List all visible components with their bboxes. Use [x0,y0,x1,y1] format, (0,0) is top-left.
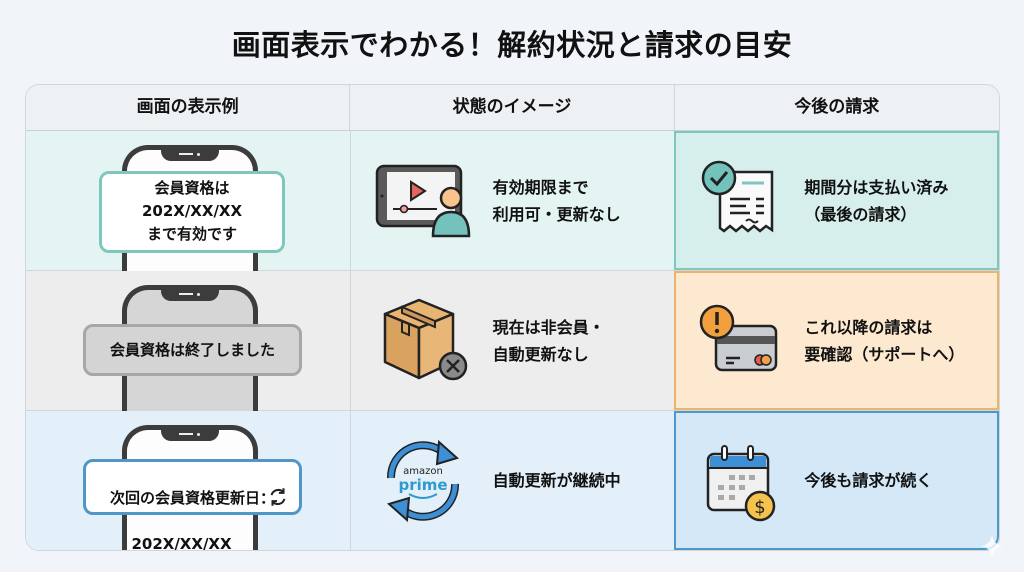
state-cell: 現在は非会員・ 自動更新なし [349,271,675,410]
screen-example-cell: 次回の会員資格更新日： 202X/XX/XX [26,411,350,550]
table-row-active-until-expiry: 会員資格は 202X/XX/XX まで有効です 有効期限まで 利用可・更新なし [26,131,999,285]
state-cell: 有効期限まで 利用可・更新なし [349,131,675,270]
refresh-icon [270,488,286,506]
tablet-video-user-icon [375,164,470,237]
receipt-check-icon [702,160,774,233]
renewal-date: 202X/XX/XX [131,535,232,551]
state-text: 自動更新が継続中 [492,471,621,490]
credit-card-warning-icon [700,304,778,371]
svg-text:$: $ [755,497,766,518]
billing-text: 今後も請求が続く [804,471,933,490]
table-header: 画面の表示例 状態のイメージ 今後の請求 [26,85,999,131]
screen-message: 会員資格は 202X/XX/XX まで有効です [99,171,285,253]
header-future-billing: 今後の請求 [673,85,999,130]
state-text: 現在は非会員・ 自動更新なし [492,317,605,364]
state-text: 有効期限まで 利用可・更新なし [492,177,621,224]
table-row-auto-renew-active: 次回の会員資格更新日： 202X/XX/XX amazon prime [26,411,999,550]
billing-cell: これ以降の請求は 要確認（サポートへ） [674,271,999,410]
calendar-dollar-icon: $ [707,444,776,521]
prime-logo-text: prime [398,476,447,494]
page-title: 画面表示でわかる！解約状況と請求の目安 [231,28,793,62]
amazon-prime-renew-icon: amazon prime [386,439,459,522]
sparkle-icon [980,534,1004,558]
screen-message: 次回の会員資格更新日： 202X/XX/XX [83,459,302,550]
table-row-membership-ended: 会員資格は終了しました 現在は非会員・ 自動更新なし [26,271,999,425]
billing-text: これ以降の請求は 要確認（サポートへ） [804,317,965,364]
screen-example-cell: 会員資格は終了しました [26,271,350,425]
renewal-label: 次回の会員資格更新日： [109,489,275,507]
box-cancel-icon [383,298,467,380]
billing-text: 期間分は支払い済み （最後の請求） [804,177,949,224]
billing-cell: $ 今後も請求が続く [674,411,999,550]
billing-cell: 期間分は支払い済み （最後の請求） [674,131,999,270]
state-cell: amazon prime 自動更新が継続中 [349,411,675,550]
status-table: 画面の表示例 状態のイメージ 今後の請求 会員資格は 202X/XX/XX まで… [25,84,1000,551]
screen-example-cell: 会員資格は 202X/XX/XX まで有効です [26,131,350,285]
screen-message: 会員資格は終了しました [83,324,302,376]
header-screen-example: 画面の表示例 [136,97,239,117]
amazon-logo-text: amazon [403,466,443,477]
header-state-image: 状態のイメージ [349,85,673,130]
